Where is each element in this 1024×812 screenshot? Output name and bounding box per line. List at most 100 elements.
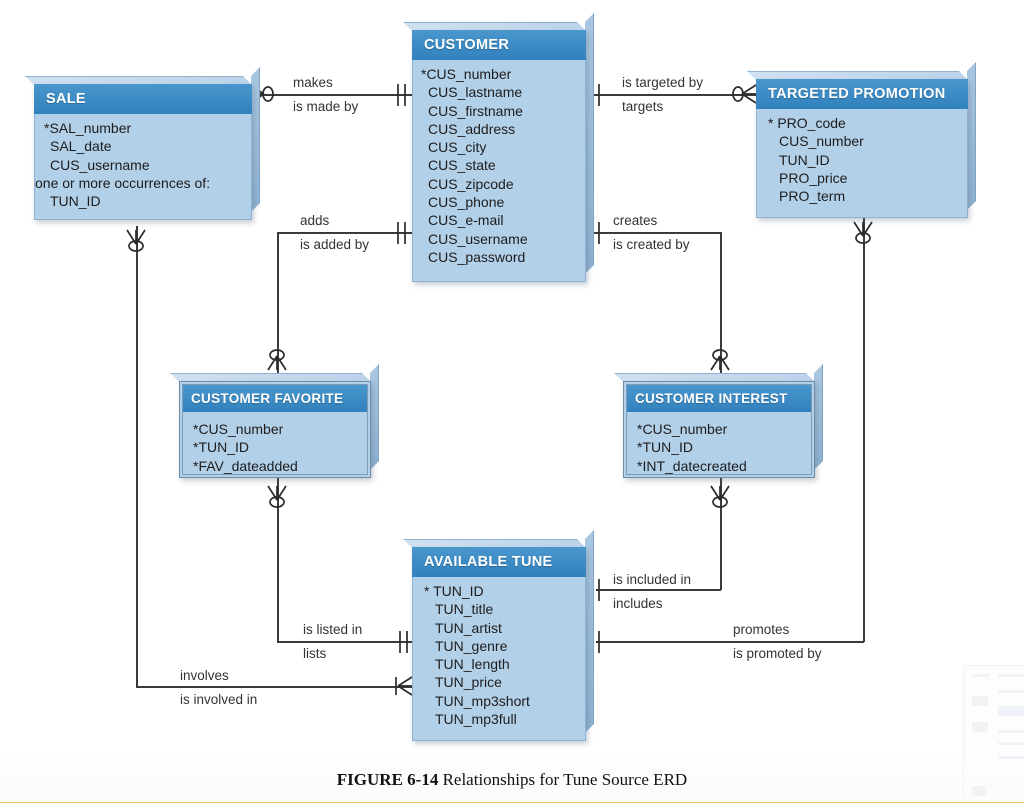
connector-interest-tune-h (596, 589, 721, 591)
rel-label-customer-interest-forward: creates (613, 213, 658, 228)
cardinality-zero-or-many-favorite-top (267, 349, 287, 371)
entity-tune-header: AVAILABLE TUNE (412, 547, 586, 577)
entity-customer-favorite[interactable]: CUSTOMER FAVORITE *CUS_number *TUN_ID *F… (170, 364, 379, 478)
connector-customer-interest-v (720, 232, 722, 382)
attribute: *TUN_ID (637, 439, 694, 456)
entity-sale[interactable]: SALE *SAL_number SAL_date CUS_username o… (25, 67, 260, 220)
attribute: TUN_price (435, 674, 502, 691)
attribute: CUS_username (50, 156, 150, 173)
connector-sale-customer (252, 94, 412, 96)
attribute: TUN_ID (50, 193, 101, 210)
figure-title: Relationships for Tune Source ERD (442, 770, 688, 789)
attribute: TUN_title (435, 601, 494, 618)
rel-label-favorite-tune-reverse: lists (303, 646, 327, 661)
rel-label-tune-promotion-reverse: is promoted by (733, 646, 822, 661)
attribute: *SAL_number (44, 120, 132, 136)
entity-customer-attributes: *CUS_number CUS_lastname CUS_firstname C… (412, 60, 586, 266)
connector-customer-promotion (586, 94, 756, 96)
connector-sale-tune-h (136, 686, 412, 688)
attribute: TUN_artist (435, 619, 502, 636)
attribute: *TUN_ID (193, 439, 250, 456)
entity-interest-header: CUSTOMER INTEREST (627, 385, 811, 412)
connector-favorite-tune-v (277, 478, 279, 643)
connector-interest-tune-v (720, 478, 722, 590)
page-bottom-margin (0, 803, 1024, 812)
figure-caption: FIGURE 6-14 Relationships for Tune Sourc… (0, 770, 1024, 790)
attribute: CUS_firstname (428, 102, 523, 119)
attribute: TUN_ID (779, 151, 830, 168)
page-bottom-rule (0, 802, 1024, 803)
connector-sale-tune-v (136, 226, 138, 687)
attribute: TUN_genre (435, 637, 508, 654)
rel-label-tune-interest-forward: is included in (613, 572, 692, 587)
rel-label-customer-favorite-reverse: is added by (300, 237, 370, 252)
background-artifact (963, 665, 1024, 805)
attribute: CUS_username (428, 230, 528, 247)
rel-label-sale-customer-forward: makes (293, 75, 333, 90)
cardinality-zero-or-many-interest-bottom (710, 485, 730, 508)
attribute: CUS_address (428, 120, 516, 137)
entity-interest-side (814, 364, 823, 470)
connector-favorite-tune-h (277, 641, 412, 643)
rel-label-tune-interest-reverse: includes (613, 596, 663, 611)
entity-sale-side (251, 67, 260, 212)
attribute: CUS_lastname (428, 84, 523, 101)
entity-promotion-side (967, 62, 976, 210)
attribute: SAL_date (50, 138, 112, 155)
entity-promotion-header: TARGETED PROMOTION (756, 79, 968, 109)
entity-customer-interest[interactable]: CUSTOMER INTEREST *CUS_number *TUN_ID *I… (614, 364, 823, 478)
entity-sale-header: SALE (34, 84, 252, 114)
entity-targeted-promotion[interactable]: TARGETED PROMOTION * PRO_code CUS_number… (747, 62, 976, 218)
attribute: TUN_mp3full (435, 711, 517, 728)
attribute: TUN_mp3short (435, 692, 530, 709)
cardinality-zero-or-many-favorite-bottom (267, 485, 287, 508)
attribute: * PRO_code (768, 115, 846, 131)
cardinality-zero-or-many-promotion-bottom (853, 221, 873, 244)
entity-customer-header: CUSTOMER (412, 30, 586, 60)
connector-customer-interest-h (586, 232, 721, 234)
cardinality-one-mandatory-adds (397, 222, 406, 244)
attribute-note: one or more occurrences of: (35, 174, 211, 191)
attribute: *FAV_dateadded (193, 457, 298, 474)
entity-customer[interactable]: CUSTOMER *CUS_number CUS_lastname CUS_fi… (403, 13, 594, 282)
rel-label-sale-tune-forward: involves (180, 668, 229, 683)
entity-customer-side (585, 13, 594, 274)
entity-customer-body (412, 30, 586, 282)
attribute: CUS_phone (428, 194, 505, 211)
attribute: * TUN_ID (424, 583, 484, 599)
cardinality-zero-or-many-sale-bottom (126, 229, 146, 252)
cardinality-one-mandatory-left (397, 84, 406, 106)
entity-interest-attributes: *CUS_number *TUN_ID *INT_datecreated (623, 415, 815, 475)
cardinality-zero-or-many-interest-top (710, 349, 730, 371)
rel-label-sale-tune-reverse: is involved in (180, 692, 258, 707)
rel-label-sale-customer-reverse: is made by (293, 99, 359, 114)
entity-sale-attributes: *SAL_number SAL_date CUS_username one or… (34, 114, 252, 210)
attribute: PRO_price (779, 169, 848, 186)
cardinality-zero-or-many-promotion (732, 84, 757, 104)
attribute: CUS_zipcode (428, 175, 514, 192)
connector-promotion-tune-v (863, 218, 865, 642)
entity-available-tune[interactable]: AVAILABLE TUNE * TUN_ID TUN_title TUN_ar… (403, 530, 594, 741)
attribute: *INT_datecreated (637, 457, 747, 474)
attribute: *CUS_number (193, 421, 284, 437)
cardinality-one-mandatory-tune-listed (399, 631, 408, 653)
attribute: PRO_term (779, 188, 846, 205)
entity-tune-attributes: * TUN_ID TUN_title TUN_artist TUN_genre … (412, 577, 586, 728)
entity-favorite-attributes: *CUS_number *TUN_ID *FAV_dateadded (179, 415, 371, 475)
attribute: CUS_number (779, 133, 864, 150)
entity-tune-side (585, 530, 594, 733)
entity-favorite-header: CUSTOMER FAVORITE (183, 385, 367, 412)
entity-interest-inner-border (626, 384, 812, 475)
connector-promotion-tune-h (596, 641, 864, 643)
cardinality-one-or-many-tune-involves (395, 676, 413, 696)
rel-label-customer-interest-reverse: is created by (613, 237, 690, 252)
rel-label-customer-promotion-forward: is targeted by (622, 75, 704, 90)
connector-customer-favorite-v (277, 232, 279, 382)
entity-tune-body (412, 547, 586, 741)
figure-number: FIGURE 6-14 (336, 770, 439, 789)
attribute: *CUS_number (421, 66, 512, 82)
attribute: *CUS_number (637, 421, 728, 437)
rel-label-favorite-tune-forward: is listed in (303, 622, 363, 637)
attribute: CUS_e-mail (428, 212, 504, 229)
